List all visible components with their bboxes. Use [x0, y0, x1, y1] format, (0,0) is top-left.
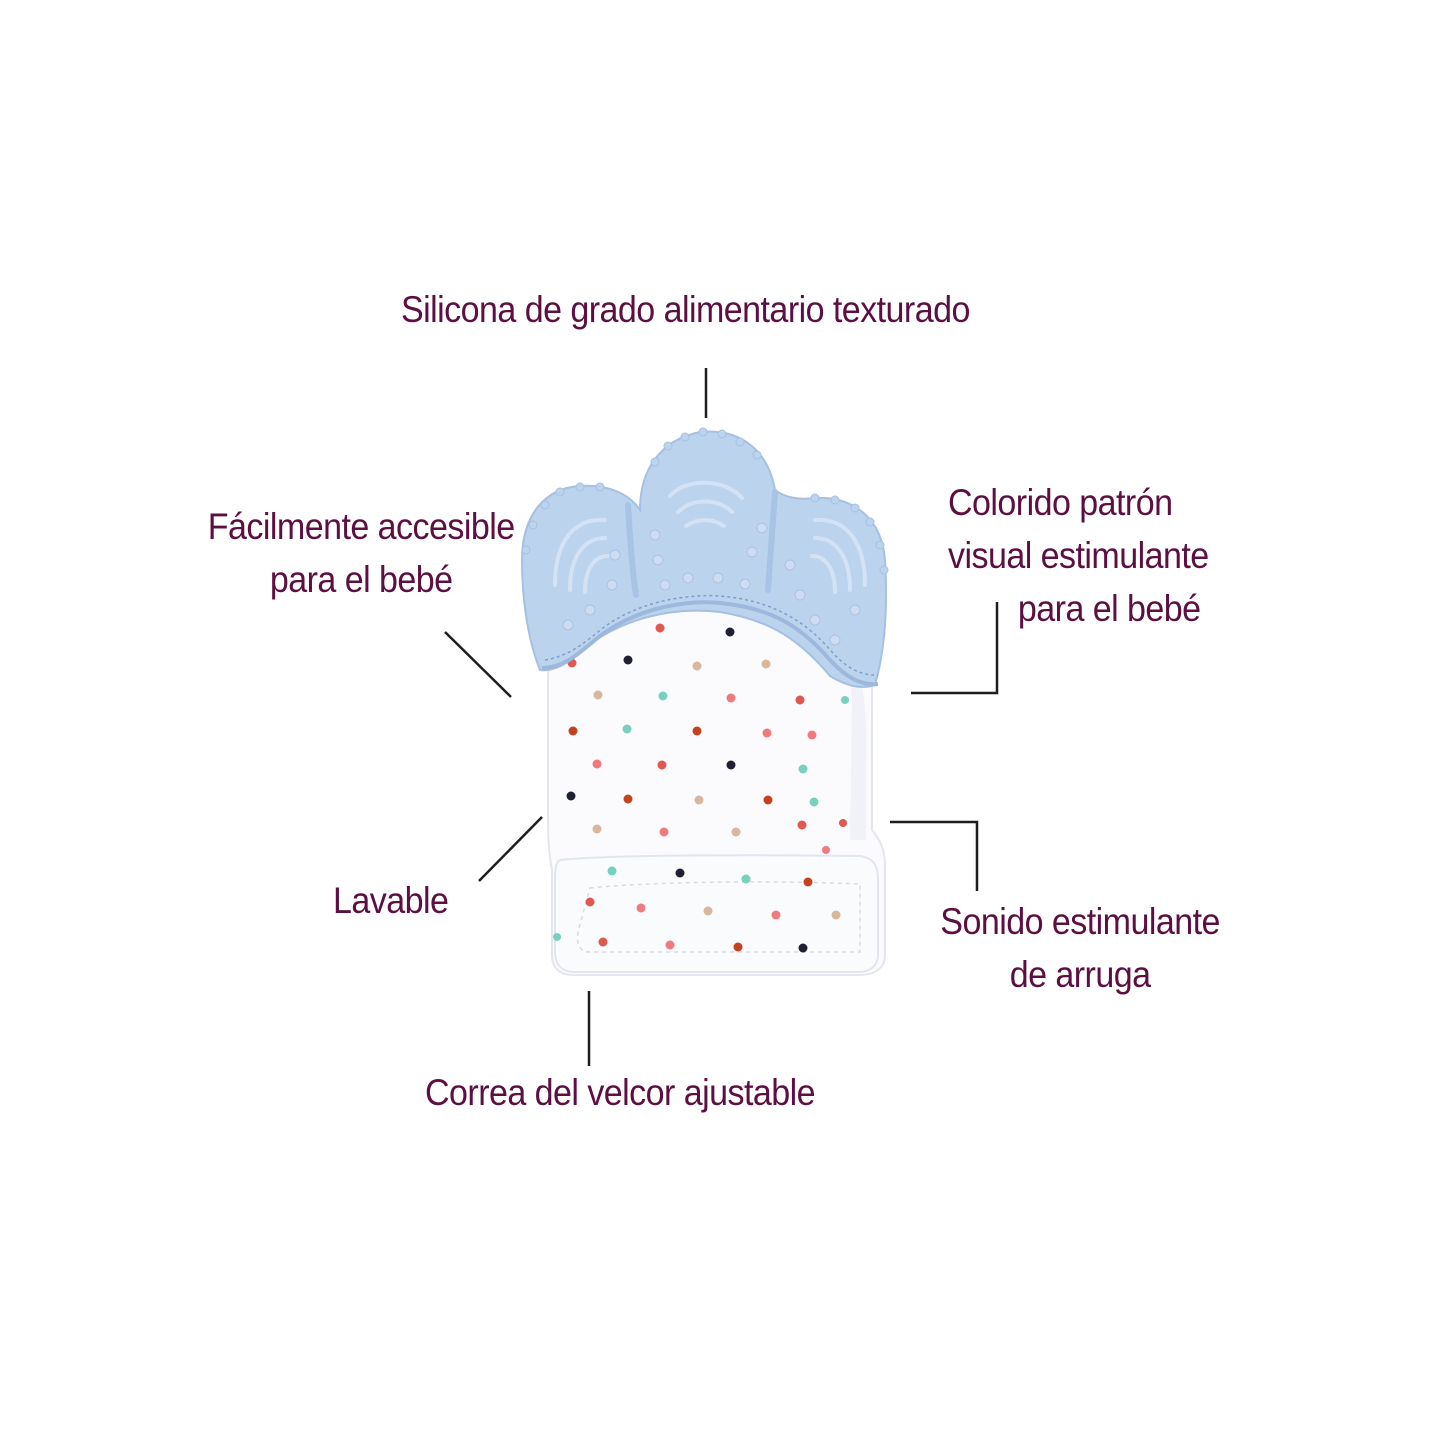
leader-line-washable — [478, 816, 543, 882]
callout-pattern-line-1: Colorido patrón — [948, 482, 1173, 523]
callout-crinkle-line-2: de arruga — [1009, 954, 1151, 995]
callout-accessible-line-2: para el bebé — [269, 559, 453, 600]
callout-pattern-line-2: visual estimulante — [948, 535, 1209, 576]
callout-leader-lines — [444, 368, 999, 1066]
callout-washable-line-1: Lavable — [333, 880, 449, 921]
leader-line-pattern — [911, 602, 999, 695]
velcro-strap — [553, 854, 879, 973]
silicone-teether — [520, 427, 889, 688]
callout-crinkle: Sonido estimulante de arruga — [926, 895, 1234, 1001]
callout-pattern: Colorido patrón visual estimulante para … — [948, 476, 1209, 635]
callout-pattern-line-3: para el bebé — [1017, 588, 1201, 629]
callout-strap-line-1: Correa del velcor ajustable — [425, 1072, 816, 1113]
callout-strap: Correa del velcor ajustable — [425, 1066, 816, 1119]
callout-silicone: Silicona de grado alimentario texturado — [401, 283, 970, 336]
callout-crinkle-line-1: Sonido estimulante — [940, 901, 1220, 942]
leader-line-crinkle — [890, 820, 979, 891]
leader-line-accessible — [444, 631, 512, 698]
callout-accessible: Fácilmente accesible para el bebé — [191, 500, 531, 606]
callout-accessible-line-1: Fácilmente accesible — [207, 506, 515, 547]
callout-washable: Lavable — [333, 874, 449, 927]
callout-silicone-line-1: Silicona de grado alimentario texturado — [401, 289, 970, 330]
